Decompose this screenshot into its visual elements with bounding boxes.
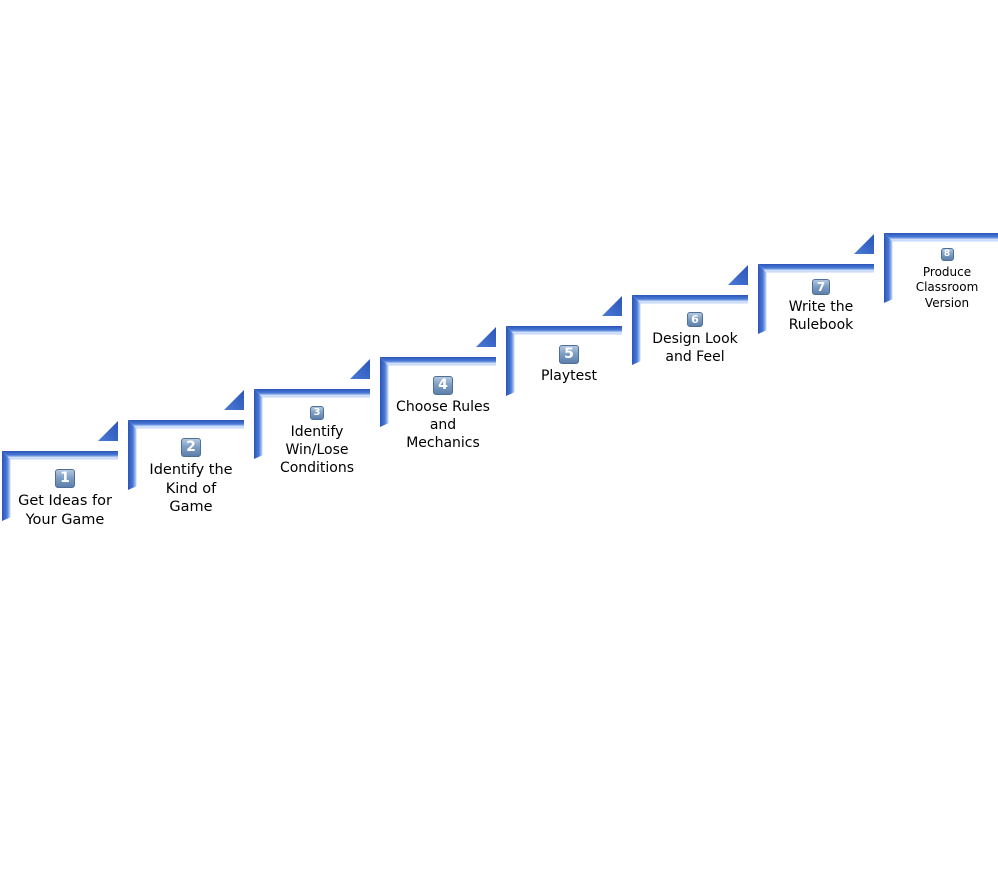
step-number-badge: 3	[310, 406, 324, 420]
step-shape	[380, 357, 496, 427]
fold-triangle	[728, 265, 748, 285]
step-label-line: Version	[924, 295, 970, 310]
fold-triangle	[224, 390, 244, 410]
step-label-line: Mechanics	[406, 434, 480, 451]
step-label-line: Write the	[788, 299, 854, 315]
step-label-line: Choose Rules	[396, 399, 490, 415]
step-label-line: and Feel	[665, 348, 725, 365]
step-label-line: Your Game	[25, 511, 105, 528]
step-label-line: Playtest	[540, 368, 598, 384]
step-number-badge: 4	[433, 376, 453, 395]
step-6	[632, 265, 748, 365]
step-shape	[2, 451, 118, 521]
step-shape	[632, 295, 748, 365]
fold-triangle	[350, 359, 370, 379]
fold-triangle	[476, 327, 496, 347]
step-1	[2, 421, 118, 521]
step-2	[128, 390, 244, 490]
step-shape	[128, 420, 244, 490]
step-label: Playtest	[509, 368, 629, 386]
step-number-badge: 7	[812, 279, 830, 295]
step-label-line: Game	[169, 499, 213, 516]
step-label-line: Rulebook	[788, 316, 854, 333]
step-label-line: Get Ideas for	[18, 493, 112, 509]
step-shape	[254, 389, 370, 459]
step-label-line: Produce	[922, 265, 972, 279]
step-8	[884, 233, 998, 303]
step-4	[380, 327, 496, 427]
step-label-line: Win/Lose	[285, 441, 349, 458]
step-number-badge: 6	[687, 312, 703, 327]
step-number-badge: 1	[55, 469, 75, 488]
step-5	[506, 296, 622, 396]
step-number-badge: 8	[940, 248, 954, 261]
step-label-line: Identify the	[149, 462, 233, 478]
step-7	[758, 234, 874, 334]
step-label-line: and	[429, 416, 457, 433]
step-label-line: Design Look	[652, 331, 738, 347]
step-shape	[758, 264, 874, 334]
step-3	[254, 359, 370, 459]
step-number-badge: 2	[181, 438, 201, 457]
step-shape	[884, 233, 998, 303]
step-number-badge: 5	[559, 345, 579, 364]
fold-triangle	[602, 296, 622, 316]
step-label-line: Conditions	[279, 459, 355, 476]
step-label-line: Classroom	[915, 280, 979, 295]
fold-triangle	[854, 234, 874, 254]
step-label-line: Kind of	[165, 480, 217, 497]
step-shape	[506, 326, 622, 396]
step-label-line: Identify	[290, 424, 344, 440]
fold-triangle	[98, 421, 118, 441]
